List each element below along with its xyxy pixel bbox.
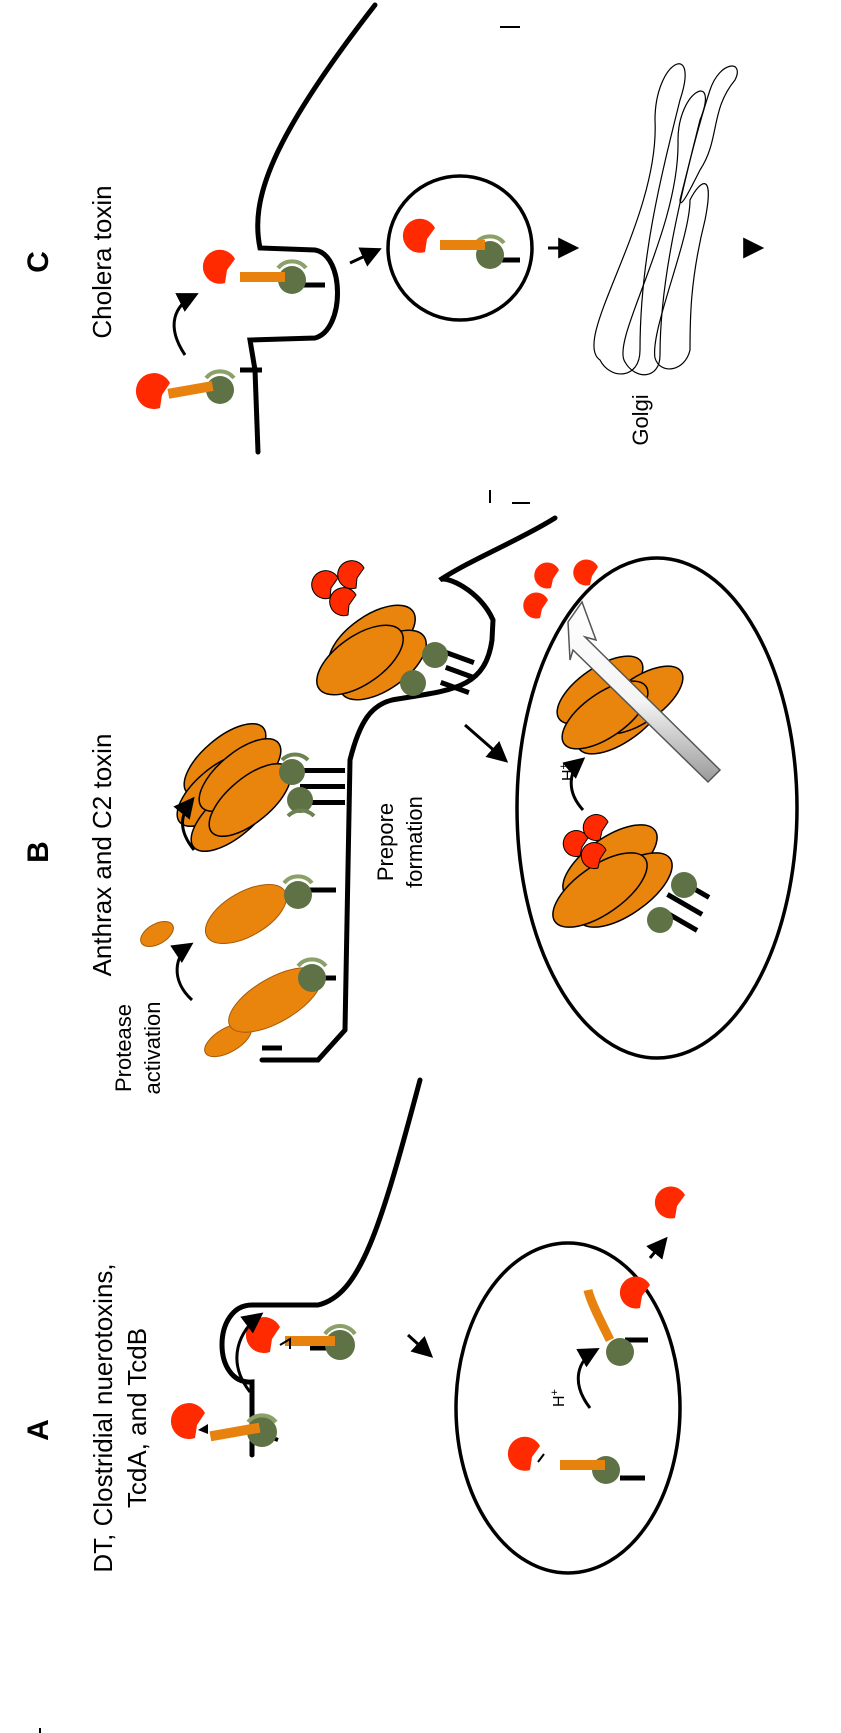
svg-text:B: B	[22, 841, 55, 863]
toxin-c-vesicle	[403, 219, 504, 269]
panel-c-letter: C	[22, 251, 55, 273]
released-cargo	[523, 560, 598, 619]
panel-a-membrane	[222, 1080, 420, 1455]
pore-heptamer-icon	[166, 711, 345, 864]
h-plus-label-a: H+	[549, 1389, 568, 1407]
svg-text:Anthrax and C2 toxin: Anthrax and C2 toxin	[87, 734, 117, 977]
svg-text:Golgi: Golgi	[628, 394, 653, 445]
svg-text:TcdA, and TcdB: TcdA, and TcdB	[122, 1328, 152, 1508]
toxin-a-outside	[171, 1403, 278, 1447]
svg-text:C: C	[22, 251, 55, 273]
prepore-formation-label: Prepore formation	[373, 796, 427, 888]
toxin-c-outside	[136, 371, 234, 409]
golgi-icon	[594, 64, 737, 375]
svg-text:Protease: Protease	[111, 1004, 136, 1092]
svg-text:H+: H+	[549, 1389, 568, 1407]
toxin-a-endosome-bound	[508, 1437, 645, 1484]
panel-a-letter: A	[22, 1419, 55, 1441]
golgi-label: Golgi	[628, 394, 653, 445]
protease-activation-label: Protease activation	[111, 1002, 165, 1095]
panel-b-title: Anthrax and C2 toxin	[87, 734, 117, 977]
svg-text:Cholera toxin: Cholera toxin	[87, 185, 117, 338]
svg-text:A: A	[22, 1419, 55, 1441]
panel-b-endosome	[517, 558, 797, 1058]
pa20-fragment	[136, 916, 177, 951]
panel-b-letter: B	[22, 841, 55, 863]
pore-inserted	[546, 643, 693, 766]
toxin-a-in-pit	[246, 1317, 355, 1360]
svg-text:DT, Clostridial nuerotoxins,: DT, Clostridial nuerotoxins,	[88, 1263, 118, 1572]
toxin-c-pit	[203, 250, 306, 294]
svg-text:activation: activation	[140, 1002, 165, 1095]
pore-with-cargo-endosome	[541, 811, 710, 941]
panel-a-title: DT, Clostridial nuerotoxins, TcdA, and T…	[88, 1263, 152, 1572]
panel-c-title: Cholera toxin	[87, 185, 117, 338]
svg-text:Prepore: Prepore	[373, 803, 398, 881]
panel-a-endosome	[456, 1243, 680, 1573]
receptor-icon	[298, 964, 326, 992]
svg-text:formation: formation	[402, 796, 427, 888]
pa63-monomer	[196, 872, 336, 955]
panel-c-membrane	[240, 5, 375, 452]
